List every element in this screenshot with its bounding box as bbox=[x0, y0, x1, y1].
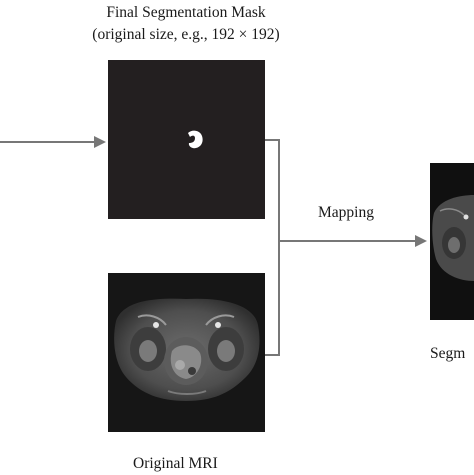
result-mri-scan bbox=[432, 195, 474, 281]
segmentation-mask-image bbox=[108, 60, 265, 219]
mask-subtitle: (original size, e.g., 192 × 192) bbox=[92, 26, 280, 43]
result-label: Segm bbox=[430, 345, 466, 362]
segmentation-result-image bbox=[430, 163, 474, 320]
mri-scan bbox=[114, 298, 260, 401]
mask-title: Final Segmentation Mask bbox=[106, 4, 266, 21]
mask-blob bbox=[188, 130, 203, 149]
mri-label: Original MRI bbox=[133, 455, 218, 472]
merge-bracket bbox=[265, 139, 280, 356]
mapping-label: Mapping bbox=[318, 204, 374, 221]
original-mri-image bbox=[108, 273, 265, 432]
